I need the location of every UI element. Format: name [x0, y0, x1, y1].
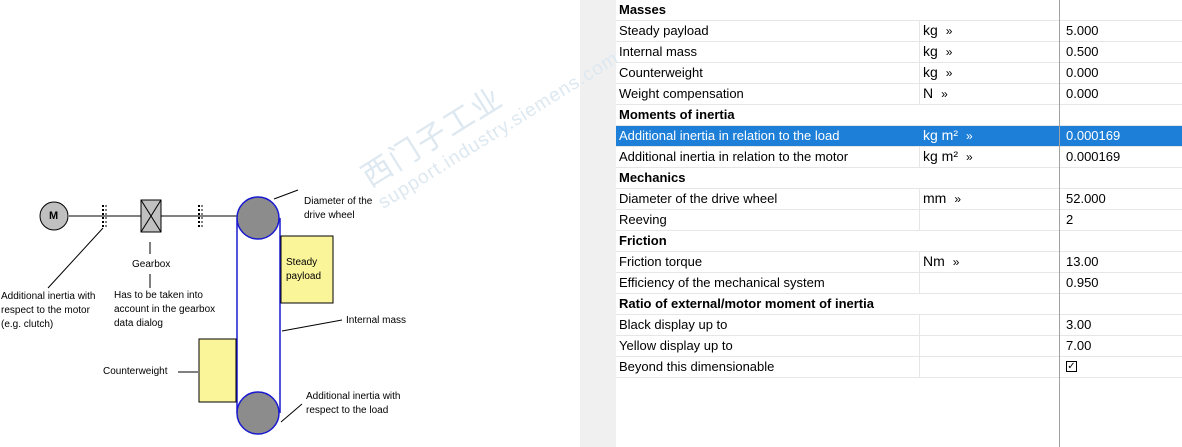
property-row-friction-torque[interactable]: Friction torque Nm» 13.00	[616, 252, 1182, 273]
unit-menu-icon[interactable]: »	[945, 24, 953, 38]
internal-mass-label: Internal mass	[346, 315, 407, 326]
section-header-mechanics: Mechanics	[616, 168, 1182, 189]
counterweight-label: Counterweight	[103, 366, 168, 377]
property-row-reeving[interactable]: Reeving 2	[616, 210, 1182, 231]
motor-label: M	[49, 210, 59, 222]
mechanics-diagram: M Gearbox Has to be taken into account i…	[0, 0, 580, 447]
unit-selector[interactable]: Nm»	[923, 253, 960, 269]
property-value[interactable]: 0.000169	[1066, 128, 1176, 143]
section-header-inertia-ratio: Ratio of external/motor moment of inerti…	[616, 294, 1182, 315]
section-header-moments-of-inertia: Moments of inertia	[616, 105, 1182, 126]
section-header-masses: Masses	[616, 0, 1182, 21]
property-label: Efficiency of the mechanical system	[619, 275, 825, 290]
unit-selector[interactable]: kg»	[923, 64, 953, 80]
steady-payload-block	[280, 235, 334, 304]
unit-menu-icon[interactable]: »	[952, 255, 960, 269]
property-value[interactable]: 0.000	[1066, 86, 1099, 101]
property-value[interactable]: 5.000	[1066, 23, 1099, 38]
motor-symbol	[39, 201, 69, 231]
property-label: Weight compensation	[619, 86, 744, 101]
property-label: Black display up to	[619, 317, 728, 332]
property-label: Beyond this dimensionable	[619, 359, 775, 374]
property-value[interactable]: 2	[1066, 212, 1074, 227]
property-label: Yellow display up to	[619, 338, 733, 353]
diagram-drawing	[39, 189, 343, 435]
property-row-load-inertia[interactable]: Additional inertia in relation to the lo…	[616, 126, 1182, 147]
unit-selector[interactable]: kg m²»	[923, 148, 973, 164]
property-label: Friction torque	[619, 254, 703, 269]
unit-selector[interactable]: N»	[923, 85, 948, 101]
property-row-counterweight[interactable]: Counterweight kg» 0.000	[616, 63, 1182, 84]
unit-menu-icon[interactable]: »	[966, 150, 973, 164]
gearbox-label: Gearbox	[132, 259, 171, 270]
property-label: Internal mass	[619, 44, 698, 59]
property-value[interactable]: 0.950	[1066, 275, 1099, 290]
property-value[interactable]: 7.00	[1066, 338, 1092, 353]
property-row-beyond-dimensionable[interactable]: Beyond this dimensionable ✓	[616, 357, 1182, 378]
property-label: Additional inertia in relation to the lo…	[619, 128, 840, 143]
property-label: Steady payload	[619, 23, 709, 38]
motor-inertia-note: Additional inertia with respect to the m…	[1, 291, 96, 330]
property-label: Reeving	[619, 212, 667, 227]
load-inertia-note: Additional inertia with respect to the l…	[306, 391, 401, 416]
property-row-efficiency[interactable]: Efficiency of the mechanical system 0.95…	[616, 273, 1182, 294]
counterweight-block	[198, 338, 237, 403]
unit-menu-icon[interactable]: »	[954, 192, 962, 206]
property-value[interactable]: 3.00	[1066, 317, 1092, 332]
property-grid: Masses Steady payload kg» 5.000 Internal…	[616, 0, 1182, 447]
property-row-black-display[interactable]: Black display up to 3.00	[616, 315, 1182, 336]
unit-selector[interactable]: kg»	[923, 43, 953, 59]
property-row-weight-compensation[interactable]: Weight compensation N» 0.000	[616, 84, 1182, 105]
beyond-dimensionable-checkbox[interactable]: ✓	[1066, 361, 1077, 372]
property-label: Diameter of the drive wheel	[619, 191, 778, 206]
unit-selector[interactable]: kg m²»	[923, 127, 973, 143]
steady-payload-label: Steady payload	[286, 257, 322, 282]
drive-wheel-note: Diameter of the drive wheel	[304, 196, 373, 221]
column-splitter[interactable]	[1059, 0, 1060, 447]
grid-gutter	[580, 0, 616, 447]
property-value[interactable]: 0.000169	[1066, 149, 1121, 164]
property-row-drive-wheel-diameter[interactable]: Diameter of the drive wheel mm» 52.000	[616, 189, 1182, 210]
property-row-internal-mass[interactable]: Internal mass kg» 0.500	[616, 42, 1182, 63]
property-row-steady-payload[interactable]: Steady payload kg» 5.000	[616, 21, 1182, 42]
property-label: Additional inertia in relation to the mo…	[619, 149, 849, 164]
unit-menu-icon[interactable]: »	[941, 87, 948, 101]
drive-wheel	[236, 196, 280, 240]
section-header-friction: Friction	[616, 231, 1182, 252]
property-value[interactable]: 52.000	[1066, 191, 1106, 206]
gearbox-note: Has to be taken into account in the gear…	[114, 290, 216, 329]
unit-menu-icon[interactable]: »	[945, 66, 953, 80]
unit-selector[interactable]: kg»	[923, 22, 953, 38]
unit-menu-icon[interactable]: »	[966, 129, 973, 143]
idler-wheel	[236, 391, 280, 435]
property-row-yellow-display[interactable]: Yellow display up to 7.00	[616, 336, 1182, 357]
property-value[interactable]: 13.00	[1066, 254, 1099, 269]
property-label: Counterweight	[619, 65, 703, 80]
unit-selector[interactable]: mm»	[923, 190, 962, 206]
property-value[interactable]: 0.500	[1066, 44, 1099, 59]
unit-menu-icon[interactable]: »	[945, 45, 953, 59]
property-row-motor-inertia[interactable]: Additional inertia in relation to the mo…	[616, 147, 1182, 168]
property-value[interactable]: 0.000	[1066, 65, 1099, 80]
